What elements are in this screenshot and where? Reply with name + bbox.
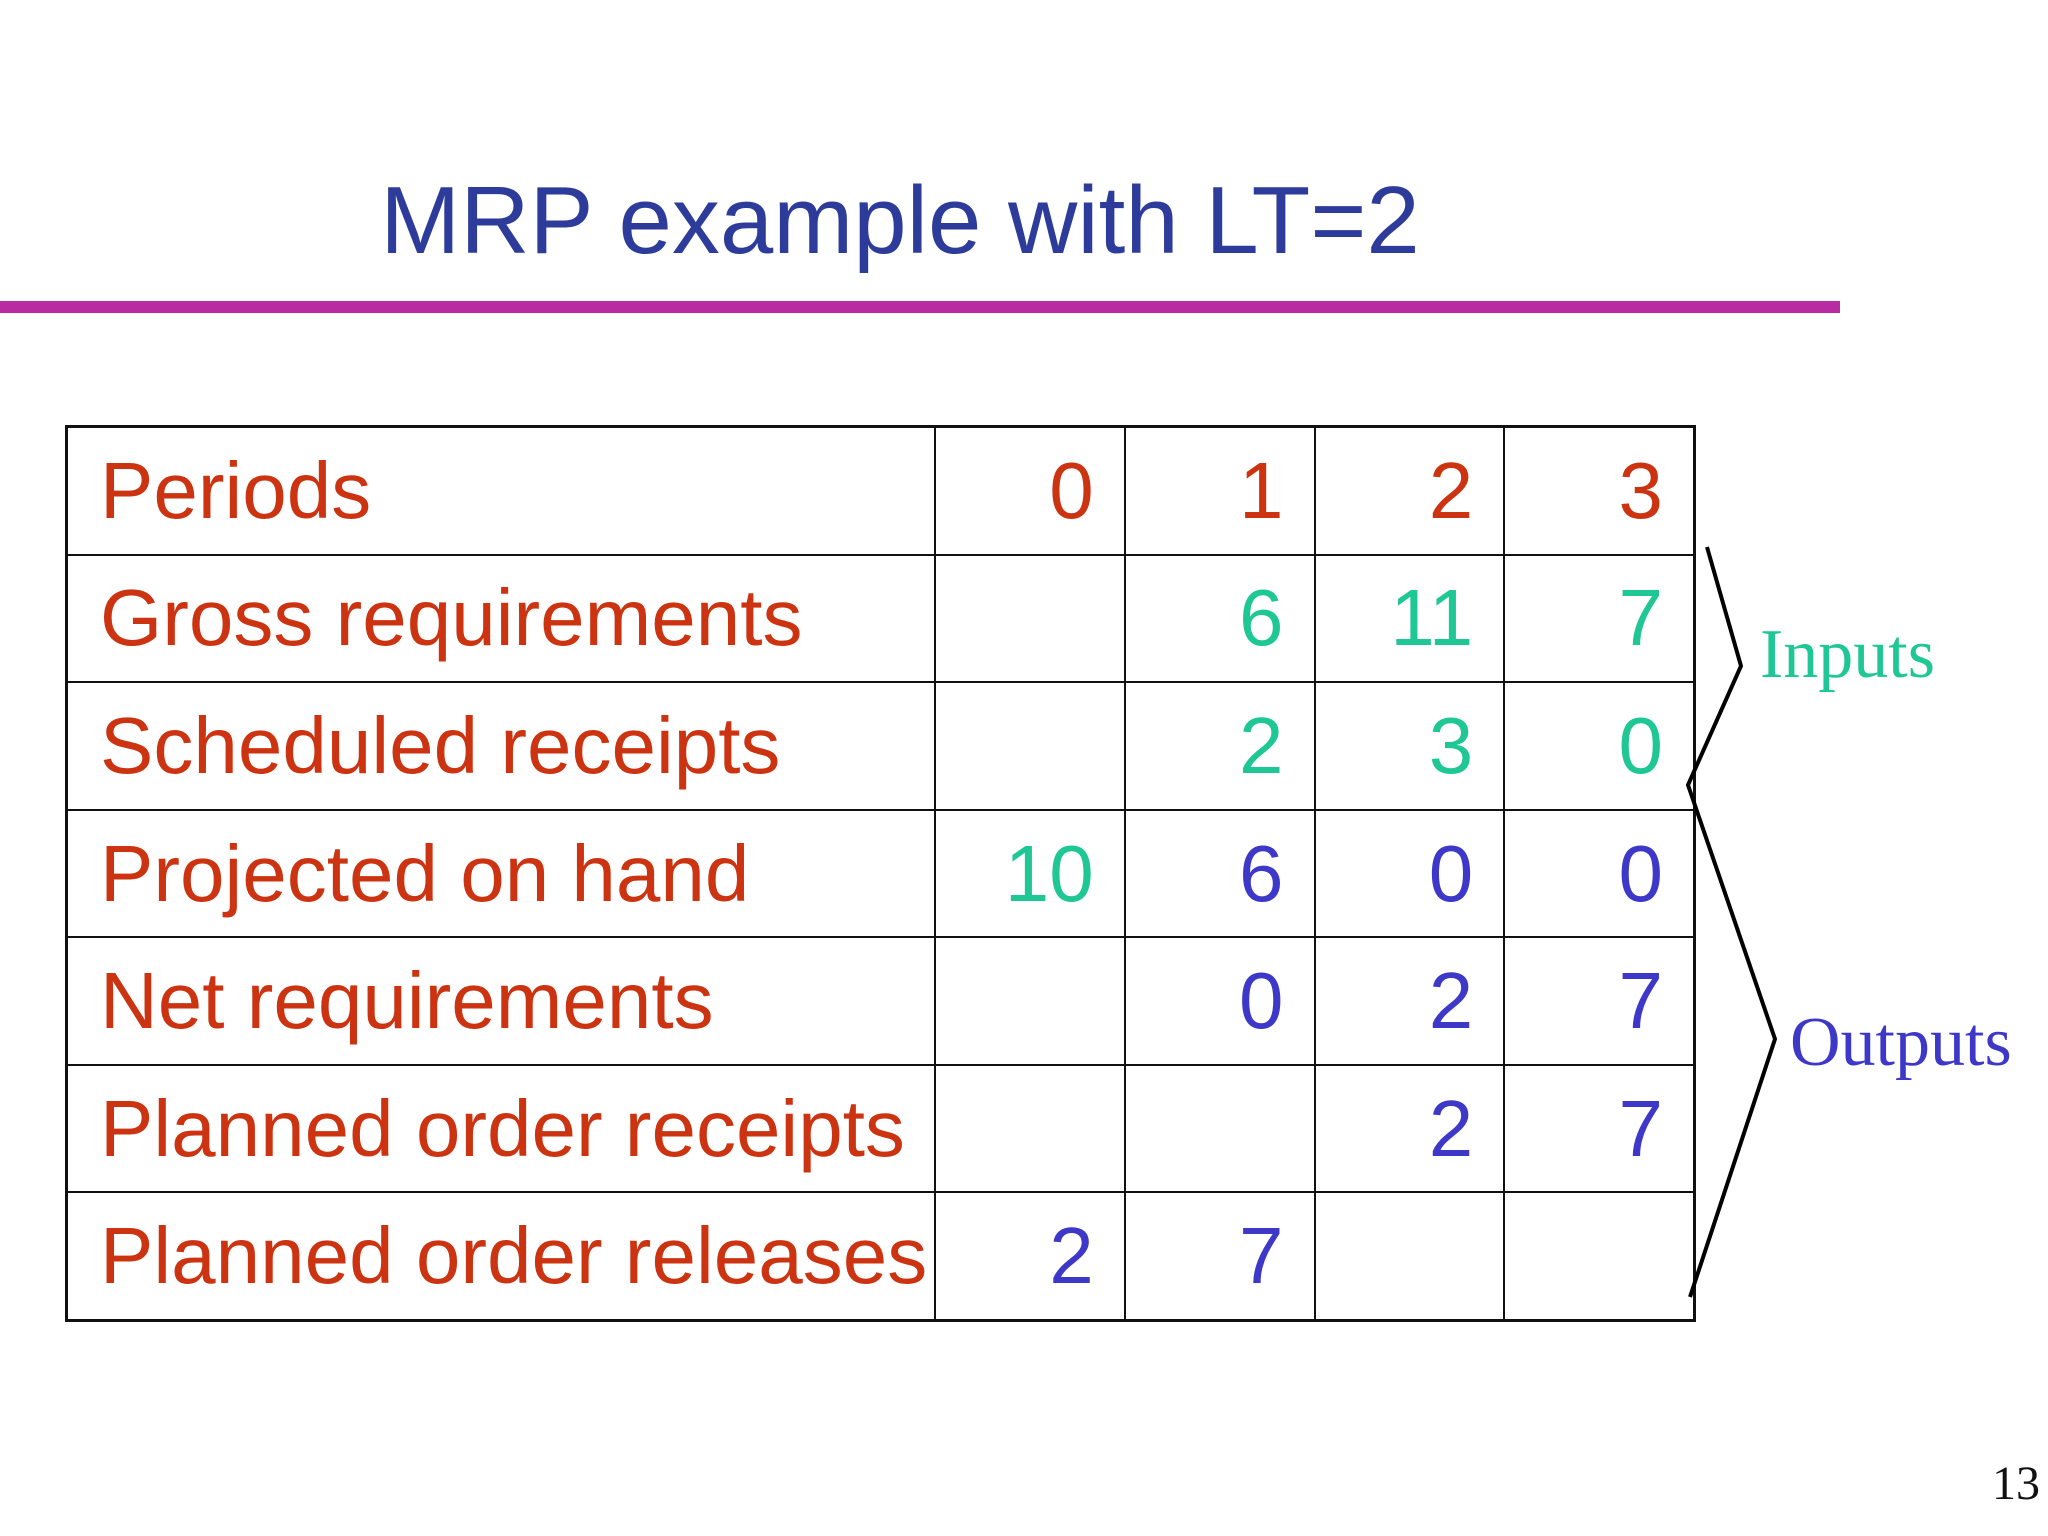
row-label: Net requirements [68, 938, 936, 1064]
cell-value: 0 [1316, 810, 1506, 937]
cell-value: 11 [1316, 555, 1506, 682]
cell-value: 0 [936, 428, 1126, 554]
title-underline [0, 301, 1840, 313]
cell-value [936, 938, 1126, 1064]
cell-value [1126, 1065, 1316, 1192]
brace-polyline [1685, 546, 1778, 1298]
cell-value [936, 555, 1126, 682]
cell-value: 2 [1316, 1065, 1506, 1192]
cell-value: 10 [936, 810, 1126, 937]
cell-value: 3 [1316, 683, 1506, 809]
cell-value: 7 [1618, 956, 1664, 1046]
row-label: Scheduled receipts [68, 683, 936, 809]
cell-value: 0 [1618, 828, 1664, 918]
cell-value [936, 1065, 1126, 1192]
cell-value: 1 [1126, 428, 1316, 554]
row-label: Planned order receipts [68, 1065, 936, 1192]
table-row: Planned order receipts 2 7 [68, 1065, 1693, 1194]
cell-value: 7 [1618, 1083, 1664, 1173]
cell-value: 2 [1126, 683, 1316, 809]
cell-value: 2 [1316, 428, 1506, 554]
inputs-label: Inputs [1760, 616, 1935, 693]
inputs-outputs-brace [1685, 546, 1778, 1298]
cell-value: 6 [1126, 555, 1316, 682]
cell-value: 3 [1618, 445, 1664, 535]
cell-value: 7 [1126, 1193, 1316, 1320]
row-label: Gross requirements [68, 555, 936, 682]
page-number: 13 [1992, 1457, 2040, 1510]
row-label: Periods [68, 428, 936, 554]
cell-value: 2 [936, 1193, 1126, 1320]
outputs-label: Outputs [1790, 1004, 2012, 1081]
cell-value: 6 [1126, 810, 1316, 937]
cell-value: 0 [1126, 938, 1316, 1064]
cell-value: 7 [1618, 573, 1664, 663]
cell-value [936, 683, 1126, 809]
slide-title: MRP example with LT=2 [380, 167, 1420, 274]
cell-value [1316, 1193, 1506, 1320]
cell-value: 0 [1618, 700, 1664, 790]
row-label: Planned order releases [68, 1193, 936, 1320]
cell-value: 2 [1316, 938, 1506, 1064]
row-label: Projected on hand [68, 810, 936, 937]
